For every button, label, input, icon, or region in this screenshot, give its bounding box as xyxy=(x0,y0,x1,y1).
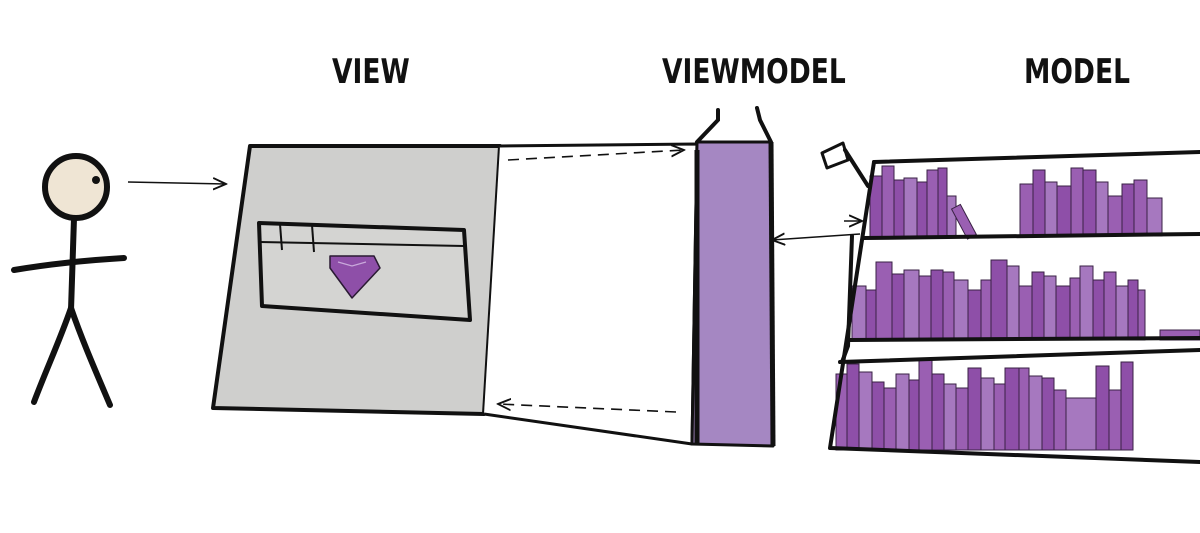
user-to-view-arrow xyxy=(127,182,226,184)
model-to-viewmodel-arrow xyxy=(772,234,861,240)
view-label: VIEW xyxy=(332,52,410,92)
stick-figure-icon xyxy=(11,153,127,408)
binding-panel xyxy=(483,142,699,446)
shelf-1-books xyxy=(869,165,1163,240)
bookshelf-icon xyxy=(828,150,1200,464)
shelf-2-books xyxy=(851,259,1200,341)
shelf-frame xyxy=(828,150,1200,464)
binding-arrow-to-view xyxy=(498,404,677,413)
binding-arrow-to-viewmodel xyxy=(507,150,684,161)
viewmodel-column xyxy=(690,106,776,448)
viewmodel-label: VIEWMODEL xyxy=(662,52,846,92)
model-label: MODEL xyxy=(1024,52,1130,92)
gem-icon xyxy=(329,255,381,299)
shelf-3-books xyxy=(835,357,1134,451)
flag-icon xyxy=(820,141,870,188)
